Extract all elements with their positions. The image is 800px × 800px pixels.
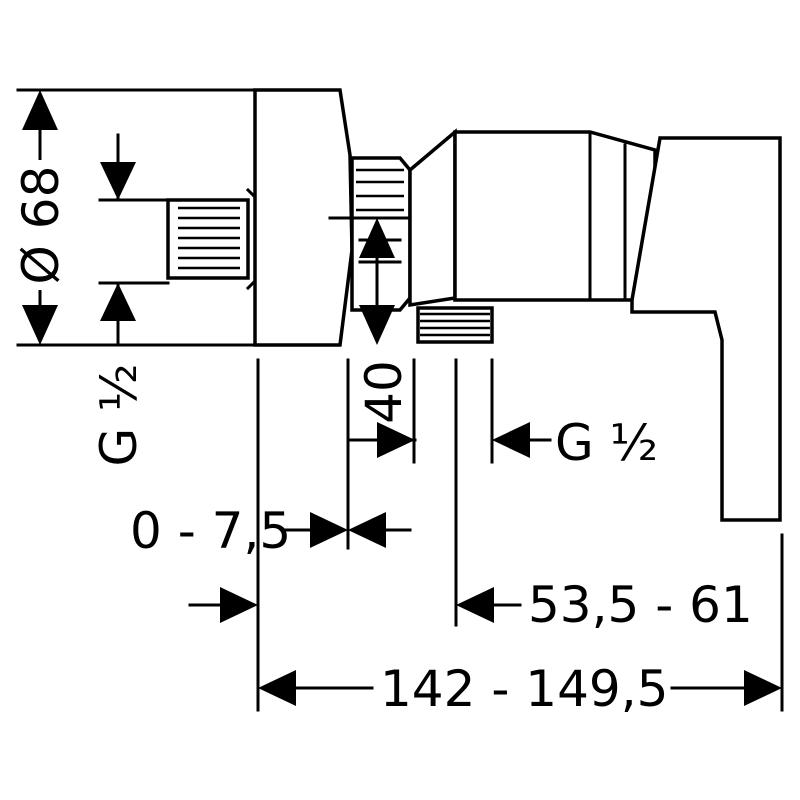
outlet-offset-label: 53,5 - 61 bbox=[528, 576, 753, 634]
arrow-right-icon bbox=[220, 587, 258, 623]
arrow-left-icon bbox=[258, 670, 296, 706]
arrow-left-icon bbox=[348, 512, 386, 548]
arrow-down-icon bbox=[359, 305, 395, 345]
arrow-down-icon bbox=[100, 162, 136, 200]
arrow-right-icon bbox=[744, 670, 782, 706]
inlet-nipple bbox=[166, 187, 261, 291]
arrow-down-icon bbox=[22, 305, 58, 345]
arrow-up-icon bbox=[22, 90, 58, 130]
mixer-part-outlines bbox=[166, 88, 782, 522]
adjust-range-label: 0 - 7,5 bbox=[130, 502, 291, 560]
total-length-label: 142 - 149,5 bbox=[380, 660, 668, 718]
outlet-thread bbox=[416, 306, 494, 344]
diameter-label: Ø 68 bbox=[12, 166, 70, 285]
arrow-right-icon bbox=[377, 422, 415, 458]
inlet-thread-label: G ½ bbox=[90, 363, 148, 466]
depth-label: 40 bbox=[355, 360, 413, 424]
arrow-right-icon bbox=[310, 512, 348, 548]
outlet-offset-dimension: 53,5 - 61 bbox=[188, 576, 753, 634]
diameter-dimension: Ø 68 bbox=[12, 88, 257, 347]
outlet-thread-dimension: G ½ bbox=[492, 414, 658, 472]
arrow-left-icon bbox=[492, 422, 530, 458]
body-cone bbox=[408, 128, 457, 308]
lever-handle bbox=[630, 136, 782, 522]
extension-lines bbox=[256, 358, 784, 712]
outlet-thread-label: G ½ bbox=[555, 414, 658, 472]
arrow-up-icon bbox=[100, 283, 136, 321]
total-length-dimension: 142 - 149,5 bbox=[258, 660, 782, 718]
arrow-up-icon bbox=[359, 218, 395, 258]
valve-body bbox=[453, 130, 657, 302]
arrow-left-icon bbox=[456, 587, 494, 623]
adjust-range-dimension: 0 - 7,5 bbox=[130, 502, 412, 560]
inlet-thread-dimension: G ½ bbox=[90, 133, 170, 467]
depth-dimension: 40 bbox=[328, 216, 417, 458]
